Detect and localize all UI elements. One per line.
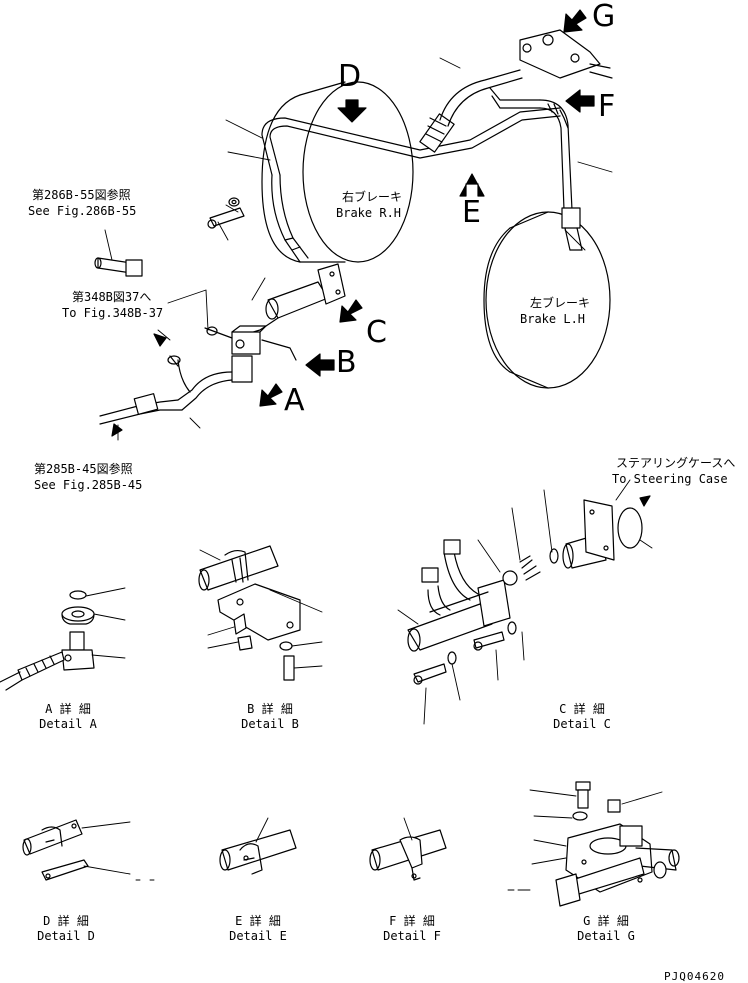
detail-c-art (397, 479, 653, 725)
ref-348-jp: 第348B図37へ (72, 290, 152, 304)
view-letter-f: F (598, 89, 616, 124)
brake-left-en: Brake L.H (520, 312, 586, 326)
bolt-washer-main (207, 197, 245, 229)
detail-f-caption: F 詳 細 Detail F (374, 914, 450, 944)
brake-left-jp: 左ブレーキ (530, 296, 591, 310)
view-letter-e: E (462, 195, 481, 230)
brake-drum-right (261, 81, 414, 263)
ref-286-jp: 第286B-55図参照 (32, 188, 131, 202)
brake-right-jp: 右ブレーキ (342, 190, 403, 204)
detail-a-en: Detail A (39, 717, 97, 731)
arrow-f (565, 89, 595, 113)
drawing-code: PJQ04620 (664, 970, 725, 983)
view-letter-c: C (366, 315, 387, 350)
detail-g-caption: G 詳 細 Detail G (568, 914, 644, 944)
detail-d-jp: D 詳 細 (43, 914, 89, 928)
valve-block (204, 325, 297, 383)
arrow-e (459, 173, 485, 197)
view-letter-d: D (338, 59, 362, 94)
hose-to-g (439, 69, 541, 127)
ref-steering-jp: ステアリングケースへ (616, 456, 736, 470)
ref-348-en: To Fig.348B-37 (62, 306, 164, 320)
view-letter-g: G (592, 0, 616, 34)
hose-down (271, 174, 309, 263)
detail-e-en: Detail E (229, 929, 287, 943)
detail-c-jp: C 詳 細 (559, 702, 605, 716)
detail-d-caption: D 詳 細 Detail D (28, 914, 104, 944)
detail-b-en: Detail B (241, 717, 299, 731)
arrow-a (259, 383, 283, 407)
brake-drum-left (483, 211, 611, 389)
detail-g-art (507, 781, 680, 907)
detail-b-jp: B 詳 細 (247, 702, 293, 716)
detail-d-en: Detail D (37, 929, 95, 943)
detail-f-art (369, 817, 447, 881)
ref-arrows (111, 333, 651, 507)
ref-286-en: See Fig.286B-55 (28, 204, 137, 218)
lower-hose (99, 355, 233, 425)
view-arrows (259, 9, 595, 407)
ref-285-jp: 第285B-45図参照 (34, 462, 133, 476)
arrow-g (563, 9, 587, 33)
view-letter-b: B (336, 345, 357, 380)
manifold-pipe (239, 263, 346, 337)
detail-f-jp: F 詳 細 (389, 914, 435, 928)
leader-lines-main (104, 57, 613, 441)
ref-steering-en: To Steering Case (612, 472, 728, 486)
g-block (519, 29, 613, 79)
detail-c-caption: C 詳 細 Detail C (544, 702, 620, 732)
ref-285-en: See Fig.285B-45 (34, 478, 143, 492)
view-letter-a: A (284, 383, 305, 418)
detail-e-jp: E 詳 細 (235, 914, 281, 928)
detail-b-caption: B 詳 細 Detail B (232, 702, 308, 732)
detail-f-en: Detail F (383, 929, 441, 943)
detail-e-art (219, 817, 297, 875)
brake-right-en: Brake R.H (336, 206, 402, 220)
fitting-286 (94, 257, 143, 277)
brake-tube-left (539, 99, 583, 251)
arrow-d (337, 99, 367, 123)
arrow-c (339, 299, 363, 323)
detail-g-en: Detail G (577, 929, 635, 943)
detail-a-jp: A 詳 細 (45, 702, 91, 716)
detail-g-jp: G 詳 細 (583, 914, 629, 928)
arrow-b (305, 353, 335, 377)
detail-a-art (0, 587, 126, 691)
detail-e-caption: E 詳 細 Detail E (220, 914, 296, 944)
detail-d-art (22, 819, 155, 881)
detail-b-art (198, 545, 323, 681)
detail-a-caption: A 詳 細 Detail A (30, 702, 106, 732)
detail-c-en: Detail C (553, 717, 611, 731)
brake-tube-upper (261, 107, 561, 176)
